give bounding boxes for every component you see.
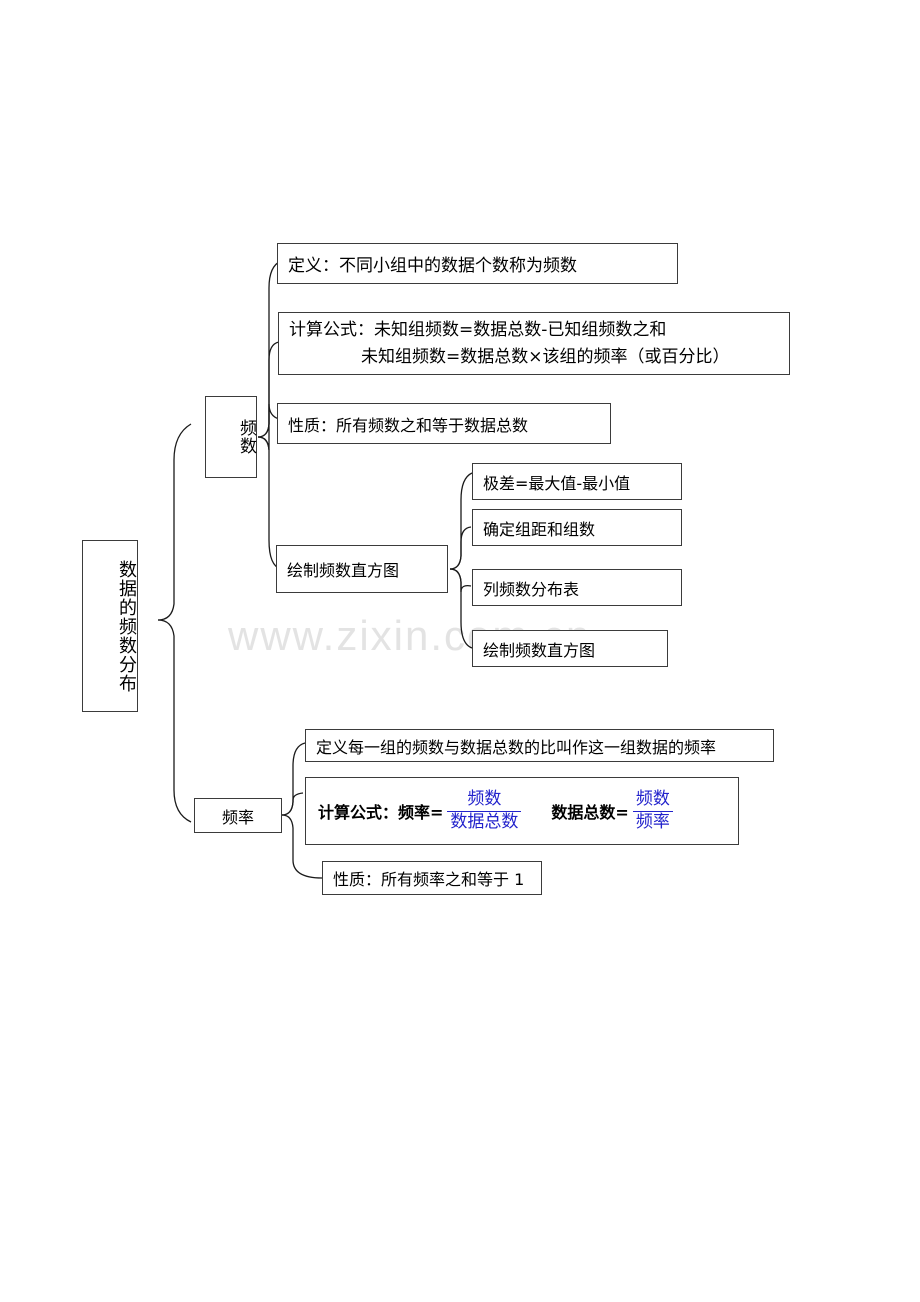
formula-line-1: 计算公式：未知组频数=数据总数-已知组频数之和 [289, 320, 667, 341]
root-node-label: 数据的频数分布 [116, 559, 137, 693]
total-fraction: 频数 频率 [632, 789, 673, 832]
link-root-to-frequency-count [157, 423, 192, 621]
node-frequency-rate-definition[interactable]: 定义每一组的频数与数据总数的比叫作这一组数据的频率 [305, 729, 774, 762]
node-histogram-step-2-text: 确定组距和组数 [483, 519, 596, 539]
node-frequency-rate-definition-text: 定义每一组的频数与数据总数的比叫作这一组数据的频率 [316, 737, 717, 757]
link-fc-to-formula [257, 341, 280, 438]
node-frequency-count-formula[interactable]: 计算公式：未知组频数=数据总数-已知组频数之和 未知组频数=数据总数×该组的频率… [278, 312, 790, 375]
branch-frequency-count-label: 频数 [236, 419, 256, 455]
link-hist-to-step2 [449, 526, 472, 570]
total-fraction-denominator: 频率 [632, 810, 673, 832]
node-histogram-step-3-text: 列频数分布表 [483, 579, 580, 599]
node-draw-histogram[interactable]: 绘制频数直方图 [276, 545, 448, 593]
frequency-formula-lead: 计算公式：频率= [318, 803, 444, 822]
node-frequency-rate-property[interactable]: 性质：所有频率之和等于 1 [322, 861, 542, 895]
node-frequency-rate-formula[interactable]: 计算公式：频率= 频数 数据总数 数据总数= 频数 频率 [305, 777, 739, 845]
total-formula-lead: 数据总数= [551, 803, 629, 822]
node-histogram-step-1[interactable]: 极差=最大值-最小值 [472, 463, 682, 500]
link-fc-to-property [257, 403, 280, 451]
node-histogram-step-2[interactable]: 确定组距和组数 [472, 509, 682, 546]
link-fr-to-property [281, 814, 323, 879]
frequency-rate-formula-row: 计算公式：频率= 频数 数据总数 数据总数= 频数 频率 [306, 790, 738, 831]
link-fr-to-formula [281, 792, 304, 816]
node-frequency-count-property-text: 性质：所有频数之和等于数据总数 [288, 415, 529, 435]
node-histogram-step-3[interactable]: 列频数分布表 [472, 569, 682, 606]
frequency-fraction: 频数 数据总数 [447, 789, 522, 832]
branch-frequency-rate-label: 频率 [221, 807, 254, 827]
total-fraction-numerator: 频数 [635, 789, 670, 810]
link-fc-to-histogram [257, 436, 282, 570]
node-frequency-count-definition-text: 定义：不同小组中的数据个数称为频数 [288, 256, 577, 276]
node-frequency-count-definition[interactable]: 定义：不同小组中的数据个数称为频数 [277, 243, 678, 284]
node-frequency-count-property[interactable]: 性质：所有频数之和等于数据总数 [277, 403, 611, 444]
frequency-fraction-numerator: 频数 [467, 789, 502, 810]
node-frequency-count-formula-text: 计算公式：未知组频数=数据总数-已知组频数之和 未知组频数=数据总数×该组的频率… [289, 317, 781, 370]
frequency-fraction-denominator: 数据总数 [447, 810, 522, 832]
branch-frequency-rate[interactable]: 频率 [194, 798, 282, 833]
link-fr-to-definition [281, 742, 306, 816]
node-histogram-step-4[interactable]: 绘制频数直方图 [472, 630, 668, 667]
root-node[interactable]: 数据的频数分布 [82, 540, 138, 712]
node-histogram-step-4-text: 绘制频数直方图 [483, 640, 596, 660]
node-frequency-rate-property-text: 性质：所有频率之和等于 1 [333, 870, 525, 889]
formula-line-2: 未知组频数=数据总数×该组的频率（或百分比） [361, 346, 730, 367]
node-draw-histogram-label: 绘制频数直方图 [287, 561, 400, 580]
node-histogram-step-1-text: 极差=最大值-最小值 [483, 473, 631, 493]
link-root-to-frequency-rate [157, 619, 192, 823]
branch-frequency-count[interactable]: 频数 [205, 396, 257, 478]
link-hist-to-step4 [449, 568, 473, 649]
